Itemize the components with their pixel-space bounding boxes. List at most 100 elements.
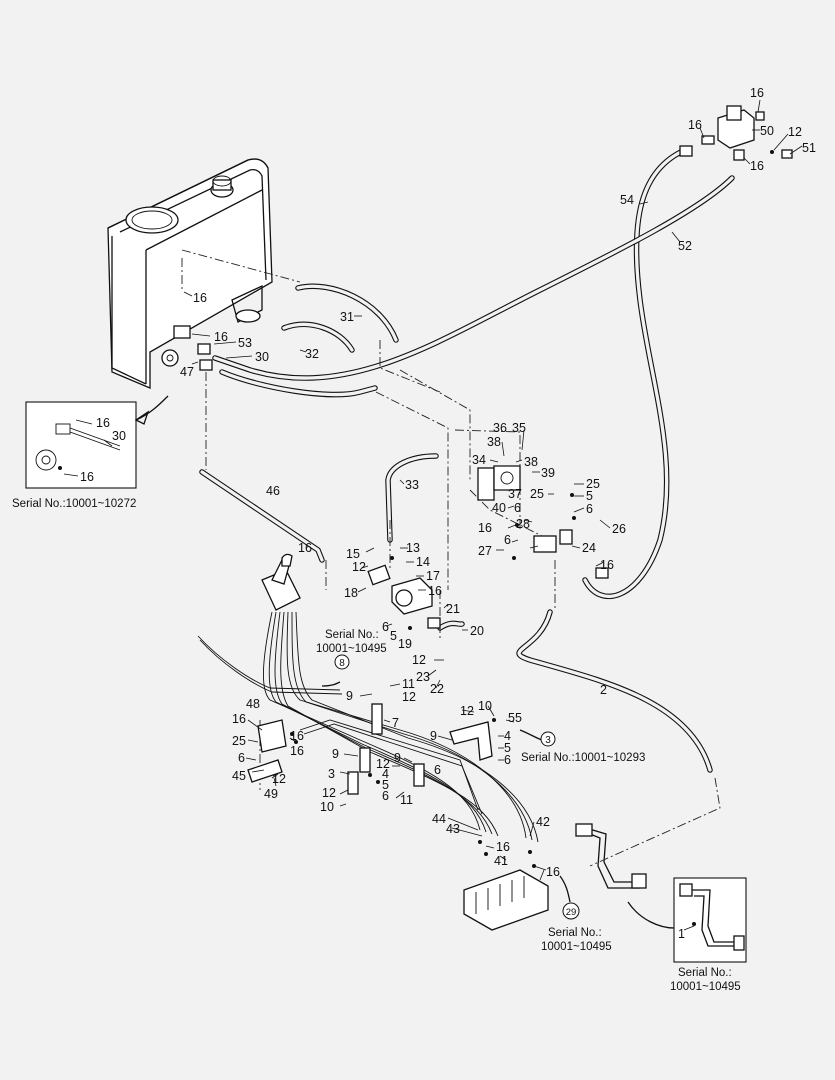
callout: 25: [530, 487, 544, 501]
serial-note: Serial No.:: [678, 967, 732, 979]
circled-ref-29: 29: [562, 902, 580, 920]
pipe-46: [199, 469, 325, 563]
valve-50-assembly: [679, 105, 793, 161]
callout: 5: [504, 741, 511, 755]
joystick: [261, 553, 301, 611]
callout: 6: [514, 501, 521, 515]
callout: 6: [504, 753, 511, 767]
callout: 16: [600, 558, 614, 572]
serial-note: 10001~10495: [670, 981, 741, 993]
callout: 10: [320, 800, 334, 814]
callout: 16: [290, 744, 304, 758]
callout: 30: [112, 429, 126, 443]
callout: 41: [494, 854, 508, 868]
callout: 16: [290, 729, 304, 743]
callout: 17: [426, 569, 440, 583]
serial-note: Serial No.:: [325, 629, 379, 641]
callout: 16: [496, 840, 510, 854]
callout: 22: [430, 682, 444, 696]
callout: 38: [524, 455, 538, 469]
callout: 38: [487, 435, 501, 449]
callout: 6: [382, 620, 389, 634]
callout: 36: [493, 421, 507, 435]
callout: 9: [394, 751, 401, 765]
hose-2: [516, 609, 713, 773]
hose-20: [437, 620, 465, 631]
callout: 23: [416, 670, 430, 684]
callout: 16: [428, 584, 442, 598]
hose-33: [385, 453, 439, 543]
callout: 4: [504, 729, 511, 743]
callout: 20: [470, 624, 484, 638]
callout: 46: [266, 484, 280, 498]
callout: 12: [272, 772, 286, 786]
hose-30: [219, 369, 378, 398]
circled-ref-8: 8: [334, 654, 350, 670]
callout: 16: [478, 521, 492, 535]
callout: 26: [612, 522, 626, 536]
callout-labels: 16 16 50 12 51 16 54 52 16 31 16 53 32 3…: [80, 86, 816, 941]
callout: 15: [346, 547, 360, 561]
callout: 6: [586, 502, 593, 516]
control-valve-29: [463, 840, 549, 931]
callout: 42: [536, 815, 550, 829]
inset-1: [25, 395, 169, 489]
callout: 6: [504, 533, 511, 547]
callout: 54: [620, 193, 634, 207]
callout: 5: [382, 778, 389, 792]
callout: 16: [96, 416, 110, 430]
callout: 7: [392, 716, 399, 730]
callout: 44: [432, 812, 446, 826]
callout: 6: [382, 789, 389, 803]
circled-ref-3: 3: [540, 731, 556, 747]
callout: 50: [760, 124, 774, 138]
callout: 14: [416, 555, 430, 569]
callout: 40: [492, 501, 506, 515]
callout: 9: [346, 689, 353, 703]
filter-assembly: [477, 465, 609, 579]
callout: 6: [434, 763, 441, 777]
callout: 3: [328, 767, 335, 781]
callout: 18: [344, 586, 358, 600]
callout: 35: [512, 421, 526, 435]
callout: 12: [412, 653, 426, 667]
callout: 52: [678, 239, 692, 253]
serial-note: Serial No.:10001~10293: [521, 752, 645, 764]
callout: 47: [180, 365, 194, 379]
circled-ref-label: 29: [566, 907, 577, 918]
callout: 37: [508, 487, 522, 501]
serial-note: Serial No.:10001~10272: [12, 498, 136, 510]
callout: 55: [508, 711, 522, 725]
callout: 9: [430, 729, 437, 743]
callout: 16: [232, 712, 246, 726]
callout: 45: [232, 769, 246, 783]
serial-note: 10001~10495: [316, 643, 387, 655]
hose-31: [295, 283, 399, 343]
callout: 33: [405, 478, 419, 492]
callout: 30: [255, 350, 269, 364]
callout: 16: [750, 86, 764, 100]
callout: 27: [478, 544, 492, 558]
circled-ref-label: 8: [339, 658, 345, 669]
callout: 2: [600, 683, 607, 697]
callout: 10: [478, 699, 492, 713]
callout: 43: [446, 822, 460, 836]
circled-ref-label: 3: [545, 735, 551, 746]
callout: 16: [688, 118, 702, 132]
callout: 16: [298, 541, 312, 555]
ref-arrows: [321, 681, 571, 903]
callout: 16: [546, 865, 560, 879]
brackets: [247, 703, 496, 795]
callout: 39: [541, 466, 555, 480]
callout: 13: [406, 541, 420, 555]
callout: 25: [586, 477, 600, 491]
harness-1: [575, 823, 647, 889]
callout: 1: [678, 927, 685, 941]
joystick-hoses: [197, 611, 539, 843]
callout: 6: [238, 751, 245, 765]
serial-note: Serial No.:: [548, 927, 602, 939]
callout: 16: [214, 330, 228, 344]
callout: 21: [446, 602, 460, 616]
callout: 25: [232, 734, 246, 748]
